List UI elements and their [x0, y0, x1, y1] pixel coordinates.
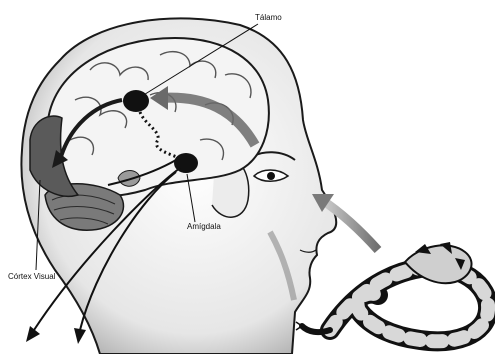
- amigdala-label: Amígdala: [187, 223, 221, 231]
- cortex-visual-label: Córtex Visual: [8, 273, 55, 281]
- hippocampus: [118, 171, 140, 187]
- pupil: [267, 172, 275, 180]
- thalamus-node: [123, 90, 149, 112]
- snake-illustration: [296, 242, 488, 341]
- output-left-arrowhead: [26, 326, 40, 342]
- output-right-arrowhead: [74, 328, 86, 344]
- talamo-label: Tálamo: [255, 14, 282, 22]
